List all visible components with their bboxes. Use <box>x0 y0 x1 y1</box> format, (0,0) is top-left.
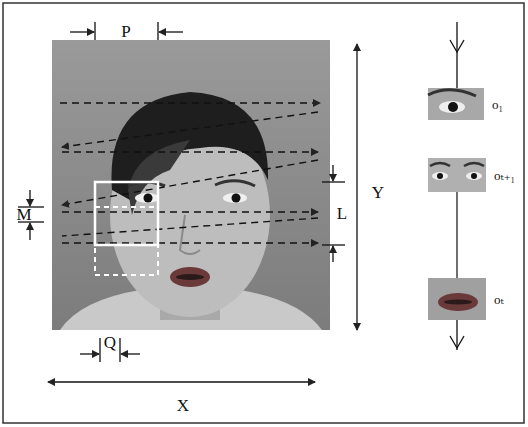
observation-label: oₜ₊₁ <box>494 169 515 182</box>
dimension-label: P <box>121 23 130 40</box>
dimension-label: Y <box>372 184 384 201</box>
observation-label: oₜ <box>494 293 504 306</box>
dimension-label: L <box>337 205 347 222</box>
feature-patch: oₜ₊₁ <box>428 158 486 192</box>
dimension-label: X <box>177 397 189 414</box>
observation-label: o₁ <box>492 98 503 111</box>
sequence-connector <box>456 192 457 278</box>
dimension-label: M <box>16 206 31 223</box>
dimension-label: Q <box>104 334 116 351</box>
feature-patch: o₁ <box>428 88 484 120</box>
feature-patch: oₜ <box>428 278 486 320</box>
